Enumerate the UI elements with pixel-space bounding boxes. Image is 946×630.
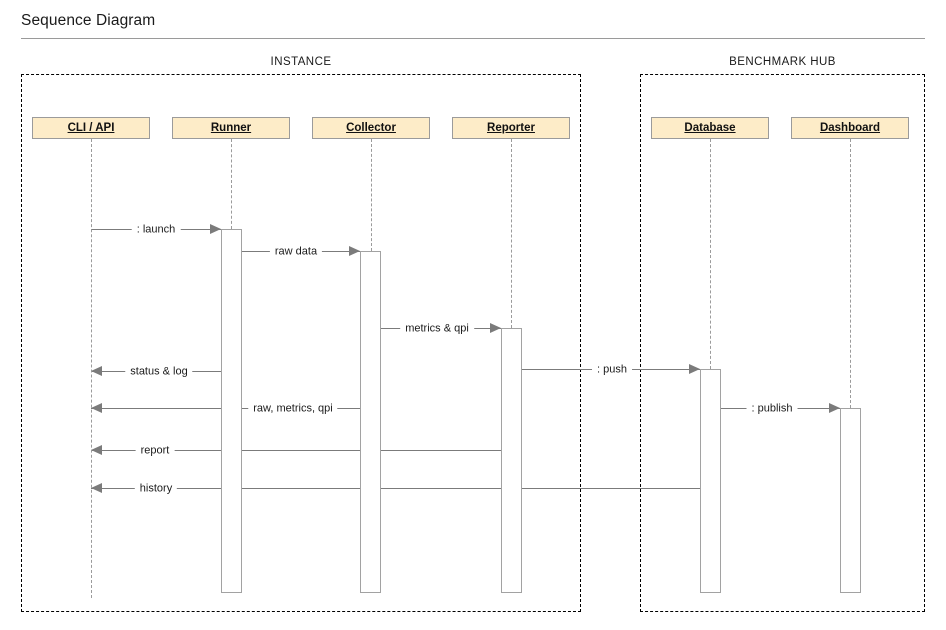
lifeline-database[interactable]: Database — [651, 117, 769, 139]
message-label-raw-data: raw data — [269, 246, 323, 258]
lifeline-label-dashboard: Dashboard — [819, 122, 881, 134]
arrow-head-publish-icon — [829, 403, 840, 413]
activation-bar-dashboard — [840, 408, 861, 593]
frame-benchmark-hub — [640, 74, 925, 612]
lifeline-label-runner: Runner — [210, 122, 252, 134]
arrow-head-raw-metrics-qpi-icon — [91, 403, 102, 413]
lifeline-dash-collector — [371, 139, 372, 251]
message-label-history: history — [134, 483, 178, 495]
lifeline-label-cli-api: CLI / API — [67, 122, 115, 134]
lifeline-label-collector: Collector — [346, 122, 396, 134]
lifeline-label-database: Database — [684, 122, 736, 134]
page-title: Sequence Diagram — [21, 12, 156, 29]
arrow-head-push-icon — [689, 364, 700, 374]
message-label-push: : push — [592, 364, 632, 376]
arrow-head-history-icon — [91, 483, 102, 493]
message-label-launch: : launch — [131, 224, 181, 236]
message-label-raw-metrics-qpi: raw, metrics, qpi — [248, 403, 338, 415]
arrow-head-raw-data-icon — [349, 246, 360, 256]
activation-bar-database — [700, 369, 721, 593]
frame-label-instance: INSTANCE — [270, 56, 332, 68]
title-divider — [21, 38, 925, 39]
lifeline-dash-runner — [231, 139, 232, 229]
message-label-status-log: status & log — [125, 366, 193, 378]
arrow-head-status-log-icon — [91, 366, 102, 376]
lifeline-reporter[interactable]: Reporter — [452, 117, 570, 139]
message-line-report — [91, 450, 501, 451]
message-line-history — [91, 488, 700, 489]
activation-bar-runner — [221, 229, 242, 593]
frame-label-benchmark-hub: BENCHMARK HUB — [729, 56, 836, 68]
frame-instance — [21, 74, 581, 612]
lifeline-collector[interactable]: Collector — [312, 117, 430, 139]
activation-bar-collector — [360, 251, 381, 593]
message-label-metrics-qpi: metrics & qpi — [400, 323, 474, 335]
arrow-head-report-icon — [91, 445, 102, 455]
lifeline-dashboard[interactable]: Dashboard — [791, 117, 909, 139]
arrow-head-launch-icon — [210, 224, 221, 234]
lifeline-label-reporter: Reporter — [487, 122, 535, 134]
arrow-head-metrics-qpi-icon — [490, 323, 501, 333]
message-label-report: report — [135, 445, 175, 457]
lifeline-dash-dashboard — [850, 139, 851, 408]
message-label-publish: : publish — [746, 403, 798, 415]
lifeline-dash-cli-api — [91, 139, 92, 598]
lifeline-dash-reporter — [511, 139, 512, 328]
lifeline-cli-api[interactable]: CLI / API — [32, 117, 150, 139]
lifeline-dash-database — [710, 139, 711, 369]
activation-bar-reporter — [501, 328, 522, 593]
lifeline-runner[interactable]: Runner — [172, 117, 290, 139]
